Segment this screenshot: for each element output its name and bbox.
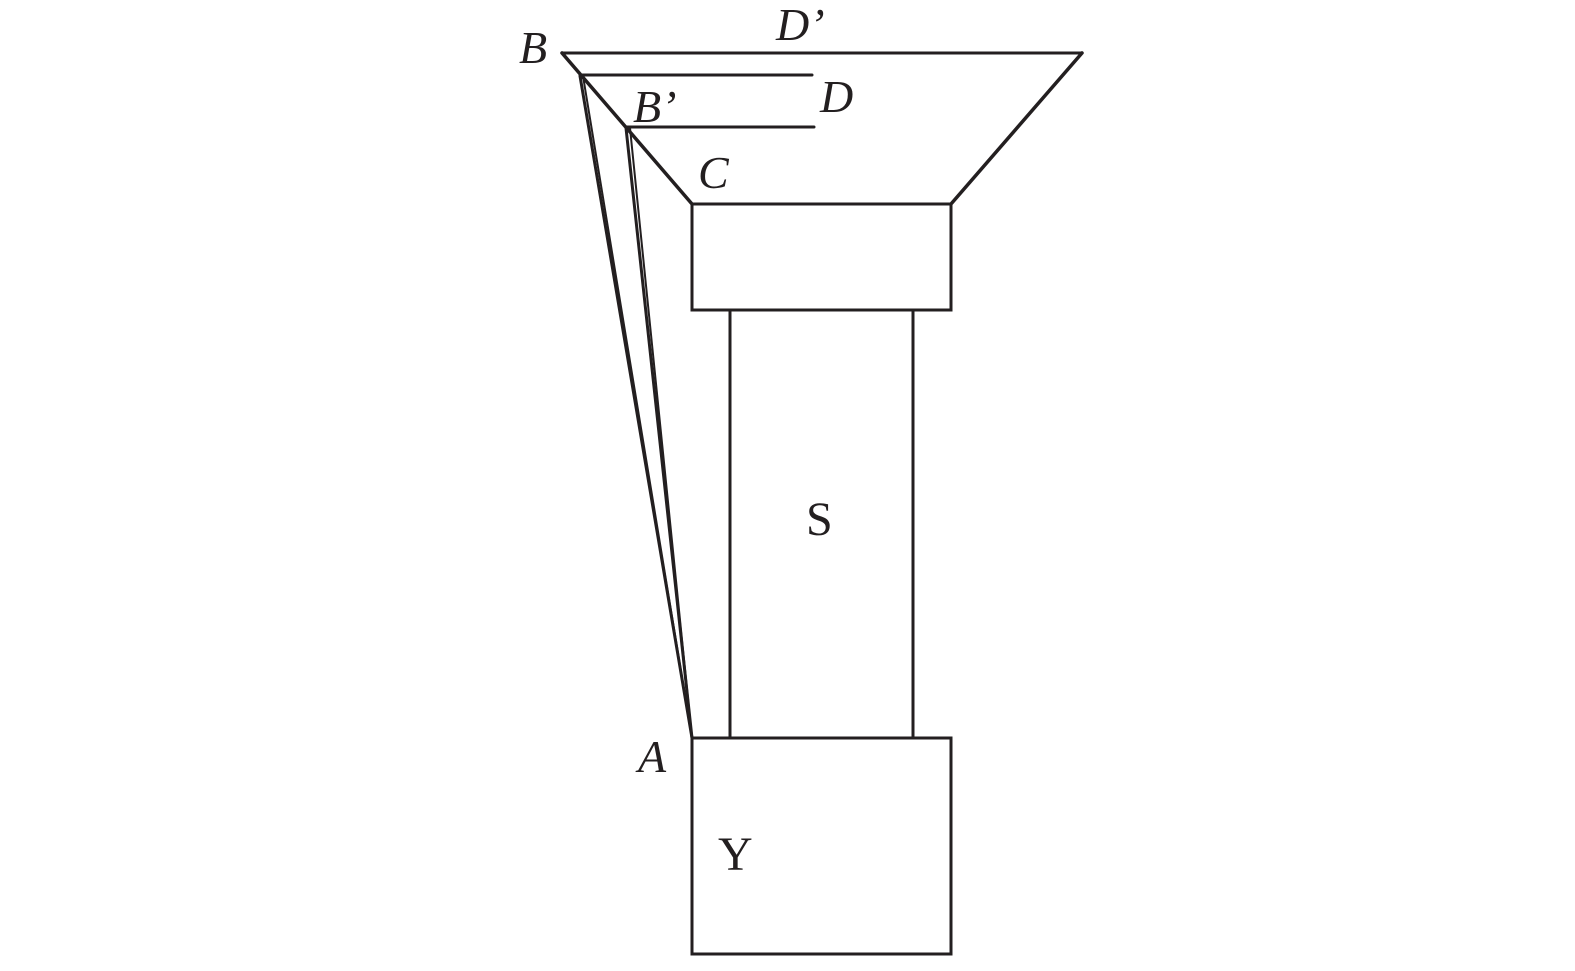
label-d-prime: D’ xyxy=(775,0,825,50)
label-b-prime: B’ xyxy=(633,81,676,132)
lower-box-y xyxy=(690,736,953,956)
label-a: A xyxy=(635,731,667,782)
ray-a-to-b-inner xyxy=(582,75,693,739)
upper-box xyxy=(690,202,953,312)
ray-a-to-bprime-inner xyxy=(629,127,693,739)
label-s: S xyxy=(806,493,833,546)
label-b: B xyxy=(519,22,547,73)
label-c: C xyxy=(698,147,730,198)
right-slant-edge xyxy=(949,51,1084,206)
label-d: D xyxy=(819,71,853,122)
label-y: Y xyxy=(718,828,753,881)
